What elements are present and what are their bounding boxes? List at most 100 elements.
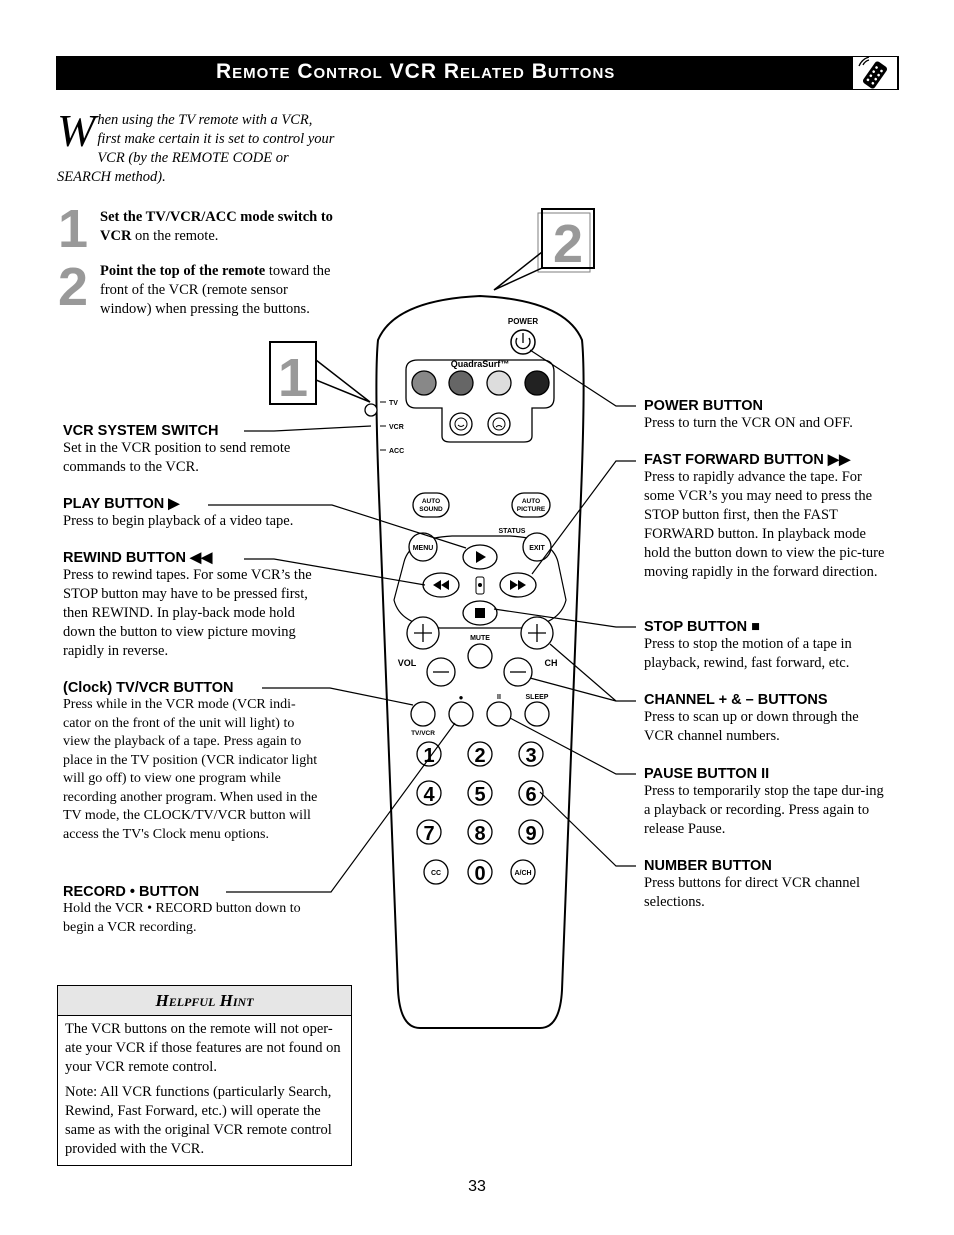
svg-text:6: 6: [525, 784, 536, 806]
digit-2-button[interactable]: [467, 741, 493, 767]
svg-text:PICTURE: PICTURE: [517, 506, 546, 513]
digit-5-button[interactable]: [467, 780, 493, 806]
step-1-text: Set the TV/VCR/ACC mode switch to VCR on…: [100, 208, 340, 246]
svg-text:4: 4: [423, 784, 435, 806]
digit-0-button[interactable]: [467, 859, 493, 885]
callout-fast-forward-button: FAST FORWARD BUTTON ▶▶ Press to rapidly …: [644, 452, 889, 582]
callout-play-button: PLAY BUTTON ▶ Press to begin playback of…: [63, 496, 333, 531]
svg-text:5: 5: [474, 784, 485, 806]
helpful-hint-box: Helpful Hint The VCR buttons on the remo…: [57, 985, 352, 1166]
mode-switch-knob[interactable]: [364, 403, 378, 417]
step-1-rest: on the remote.: [131, 228, 219, 244]
power-label: POWER: [508, 317, 538, 326]
digit-7-button[interactable]: [416, 819, 442, 845]
callout-desc: Press to scan up or down through the VCR…: [644, 709, 859, 744]
callout-stop-button: STOP BUTTON ■ Press to stop the motion o…: [644, 619, 889, 673]
svg-text:1: 1: [423, 745, 434, 767]
callout-desc: Press to begin playback of a video tape.: [63, 513, 294, 529]
menu-button[interactable]: [408, 532, 438, 562]
ch-label: CH: [545, 658, 558, 668]
callout-title: POWER BUTTON: [644, 398, 763, 414]
record-button[interactable]: [448, 701, 474, 727]
step-2-text: Point the top of the remote toward the f…: [100, 262, 335, 319]
smile-face-icon[interactable]: [449, 412, 473, 436]
leader-lines-left: [208, 425, 467, 893]
quadrasurf-button-2[interactable]: [448, 370, 474, 396]
sleep-button[interactable]: [524, 701, 550, 727]
quadrasurf-button-3[interactable]: [486, 370, 512, 396]
digit-6-button[interactable]: [518, 780, 544, 806]
step-2-rest: toward the front of the VCR (remote sens…: [100, 263, 331, 317]
quadrasurf-button-4[interactable]: [524, 370, 550, 396]
svg-text:1: 1: [278, 348, 308, 408]
svg-text:CC: CC: [431, 870, 441, 877]
drop-cap: W: [57, 105, 96, 156]
sleep-label: SLEEP: [526, 694, 549, 701]
cc-button[interactable]: [423, 859, 449, 885]
svg-text:9: 9: [525, 823, 536, 845]
callout-desc: Press to turn the VCR ON and OFF.: [644, 415, 853, 431]
svg-text:2: 2: [474, 745, 485, 767]
tv-vcr-label: TV/VCR: [411, 730, 435, 737]
callout-record-button: RECORD • BUTTON Hold the VCR • RECORD bu…: [63, 884, 325, 937]
step-1-number: 1: [58, 199, 89, 259]
callout-desc: Press to rapidly advance the tape. For s…: [644, 469, 885, 580]
callout-title: STOP BUTTON ■: [644, 619, 760, 635]
mute-button[interactable]: [467, 643, 493, 669]
play-icon: [476, 551, 486, 563]
svg-text:MENU: MENU: [413, 545, 434, 552]
power-icon: [515, 333, 531, 350]
callout-rewind-button: REWIND BUTTON ◀◀ Press to rewind tapes. …: [63, 550, 315, 661]
stop-icon: [475, 608, 485, 618]
fast-forward-icon: [510, 580, 526, 590]
pause-button[interactable]: [486, 701, 512, 727]
hint-paragraph-2: Note: All VCR functions (particularly Se…: [65, 1084, 332, 1157]
svg-text:8: 8: [474, 823, 485, 845]
digit-9-button[interactable]: [518, 819, 544, 845]
callout-2-box: 2: [493, 208, 595, 291]
quadrasurf-label: QuadraSurf™: [451, 359, 510, 369]
digit-3-button[interactable]: [518, 741, 544, 767]
callout-title: REWIND BUTTON ◀◀: [63, 550, 213, 566]
digit-4-button[interactable]: [416, 780, 442, 806]
callout-title: PLAY BUTTON ▶: [63, 496, 180, 512]
callout-tv-vcr-button: (Clock) TV/VCR BUTTON Press while in the…: [63, 680, 321, 844]
svg-text:AUTO: AUTO: [422, 498, 440, 505]
svg-text:AUTO: AUTO: [522, 498, 540, 505]
mute-label: MUTE: [470, 635, 490, 642]
alt-channel-button[interactable]: [510, 859, 536, 885]
callout-vcr-system-switch: VCR SYSTEM SWITCH Set in the VCR positio…: [63, 423, 333, 477]
plus-icon: [414, 624, 432, 642]
switch-acc-label: ACC: [389, 448, 404, 455]
switch-vcr-label: VCR: [389, 424, 404, 431]
callout-desc: Press while in the VCR mode (VCR indi-ca…: [63, 697, 318, 842]
vol-label: VOL: [398, 658, 417, 668]
step-2-bold: Point the top of the remote: [100, 263, 266, 279]
remote-control-icon: [853, 56, 897, 89]
callout-title: FAST FORWARD BUTTON ▶▶: [644, 452, 851, 468]
quadrasurf-button-1[interactable]: [411, 370, 437, 396]
svg-text:EXIT: EXIT: [529, 545, 545, 552]
callout-title: VCR SYSTEM SWITCH: [63, 423, 219, 439]
pause-symbol: II: [497, 694, 501, 701]
hint-paragraph-1: The VCR buttons on the remote will not o…: [65, 1021, 341, 1075]
step-1-bold: Set the TV/VCR/ACC mode switch to VCR: [100, 209, 333, 244]
step-2-number: 2: [58, 257, 89, 317]
auto-sound-button[interactable]: [412, 492, 450, 518]
auto-picture-button[interactable]: [511, 492, 551, 518]
callout-desc: Press to temporarily stop the tape dur-i…: [644, 783, 884, 837]
tv-vcr-button[interactable]: [410, 701, 436, 727]
callout-desc: Set in the VCR position to send remote c…: [63, 440, 291, 475]
digit-1-button[interactable]: [416, 741, 442, 767]
hint-title: Helpful Hint: [58, 986, 351, 1016]
frown-face-icon[interactable]: [487, 412, 511, 436]
svg-text:SOUND: SOUND: [419, 506, 443, 513]
leader-lines-right: [493, 349, 636, 867]
exit-button[interactable]: [522, 532, 552, 562]
callout-title: (Clock) TV/VCR BUTTON: [63, 680, 234, 696]
callout-title: RECORD • BUTTON: [63, 884, 200, 900]
svg-text:7: 7: [423, 823, 434, 845]
digit-8-button[interactable]: [467, 819, 493, 845]
